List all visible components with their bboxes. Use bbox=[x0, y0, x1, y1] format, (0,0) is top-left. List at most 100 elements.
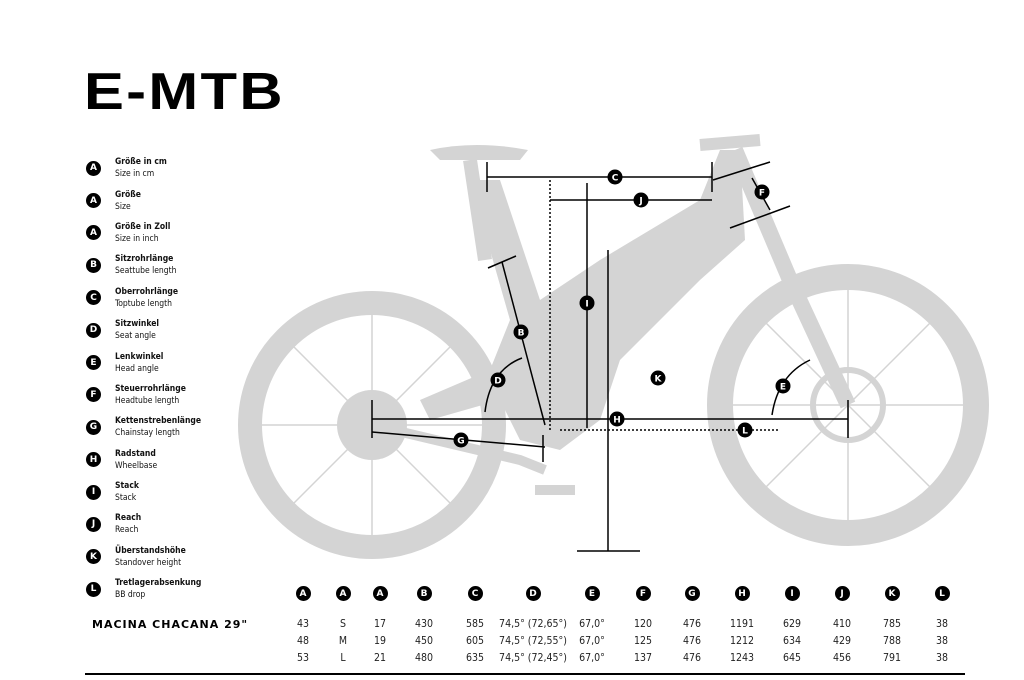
badge-G: G bbox=[453, 432, 469, 448]
column-header-badge: H bbox=[734, 586, 750, 601]
table-cell: 21 bbox=[373, 652, 387, 664]
legend-label-de: Größe in Zoll bbox=[115, 221, 171, 232]
svg-text:I: I bbox=[585, 300, 588, 310]
table-cell: 635 bbox=[465, 652, 485, 664]
column-header-badge: F bbox=[635, 586, 651, 601]
column-header-badge: E bbox=[584, 586, 600, 601]
table-cell: 410 bbox=[832, 618, 852, 630]
legend-label-de: Tretlagerabsenkung bbox=[115, 578, 202, 589]
legend-badge: F bbox=[86, 387, 101, 403]
legend-label-de: Überstandshöhe bbox=[115, 545, 186, 556]
model-name: MACINA CHACANA 29" bbox=[92, 618, 249, 631]
legend-label-de: Reach bbox=[115, 513, 142, 524]
table-cell: 137 bbox=[633, 652, 653, 664]
table-cell: 785 bbox=[882, 618, 902, 630]
legend-label-de: Kettenstrebenlänge bbox=[115, 416, 202, 427]
svg-text:J: J bbox=[638, 197, 642, 207]
table-cell: 48 bbox=[296, 635, 310, 647]
table-cell: 17 bbox=[373, 618, 387, 630]
svg-text:D: D bbox=[494, 377, 501, 387]
table-cell: 605 bbox=[465, 635, 485, 647]
legend-label-en: Head angle bbox=[115, 363, 159, 374]
legend-badge: E bbox=[86, 355, 101, 371]
legend-badge: B bbox=[86, 257, 101, 273]
column-header-badge: B bbox=[416, 586, 432, 601]
svg-text:F: F bbox=[759, 189, 765, 199]
badge-I: I bbox=[579, 295, 595, 311]
table-cell: 429 bbox=[832, 635, 852, 647]
column-header-badge: L bbox=[934, 586, 950, 601]
legend-label-de: Sitzwinkel bbox=[115, 319, 160, 330]
column-header-badge: D bbox=[525, 586, 541, 601]
table-cell: 645 bbox=[782, 652, 802, 664]
legend-label-en: Size in cm bbox=[115, 169, 155, 180]
svg-text:E: E bbox=[780, 383, 786, 393]
page-title: E-MTB bbox=[84, 63, 285, 121]
legend-badge: A bbox=[86, 193, 101, 209]
legend-label-en: Seattube length bbox=[115, 266, 177, 277]
badge-F: F bbox=[754, 184, 770, 200]
table-cell: 629 bbox=[782, 618, 802, 630]
table-cell: S bbox=[340, 618, 346, 630]
legend-badge: A bbox=[86, 160, 101, 176]
table-cell: 1212 bbox=[729, 635, 755, 647]
column-header-badge: J bbox=[834, 586, 850, 601]
table-cell: 430 bbox=[414, 618, 434, 630]
badge-K: K bbox=[650, 370, 666, 386]
table-cell: 456 bbox=[832, 652, 852, 664]
svg-text:K: K bbox=[655, 375, 663, 385]
table-cell: 67,0° bbox=[579, 652, 605, 664]
bike-silhouette bbox=[238, 134, 989, 559]
legend-label-de: Radstand bbox=[115, 448, 156, 459]
legend-label-en: Chainstay length bbox=[115, 428, 180, 439]
badge-J: J bbox=[633, 192, 649, 208]
legend-label-de: Steuerrohrlänge bbox=[115, 383, 186, 394]
badge-B: B bbox=[513, 324, 529, 340]
legend-badge: H bbox=[86, 452, 101, 468]
table-cell: 74,5° (72,55°) bbox=[499, 635, 567, 647]
legend-badge: I bbox=[86, 484, 101, 500]
column-header-badge: C bbox=[467, 586, 483, 601]
badge-H: H bbox=[609, 411, 625, 427]
column-header-badge: A bbox=[295, 586, 311, 601]
table-cell: 43 bbox=[296, 618, 310, 630]
dimension-badges: C J I F B D E K H L G bbox=[453, 169, 791, 448]
table-cell: 476 bbox=[682, 635, 702, 647]
spokes bbox=[262, 289, 964, 535]
table-cell: 67,0° bbox=[579, 635, 605, 647]
table-cell: 1191 bbox=[729, 618, 755, 630]
legend-label-de: Sitzrohrlänge bbox=[115, 254, 174, 265]
legend-label-en: Seat angle bbox=[115, 331, 156, 342]
table-cell: M bbox=[338, 635, 348, 647]
table-cell: 791 bbox=[882, 652, 902, 664]
table-cell: 634 bbox=[782, 635, 802, 647]
divider bbox=[85, 673, 965, 675]
badge-L: L bbox=[737, 422, 753, 438]
table-cell: 74,5° (72,65°) bbox=[499, 618, 567, 630]
legend-badge: J bbox=[86, 516, 101, 532]
table-cell: 120 bbox=[633, 618, 653, 630]
legend-label-en: Headtube length bbox=[115, 395, 180, 406]
